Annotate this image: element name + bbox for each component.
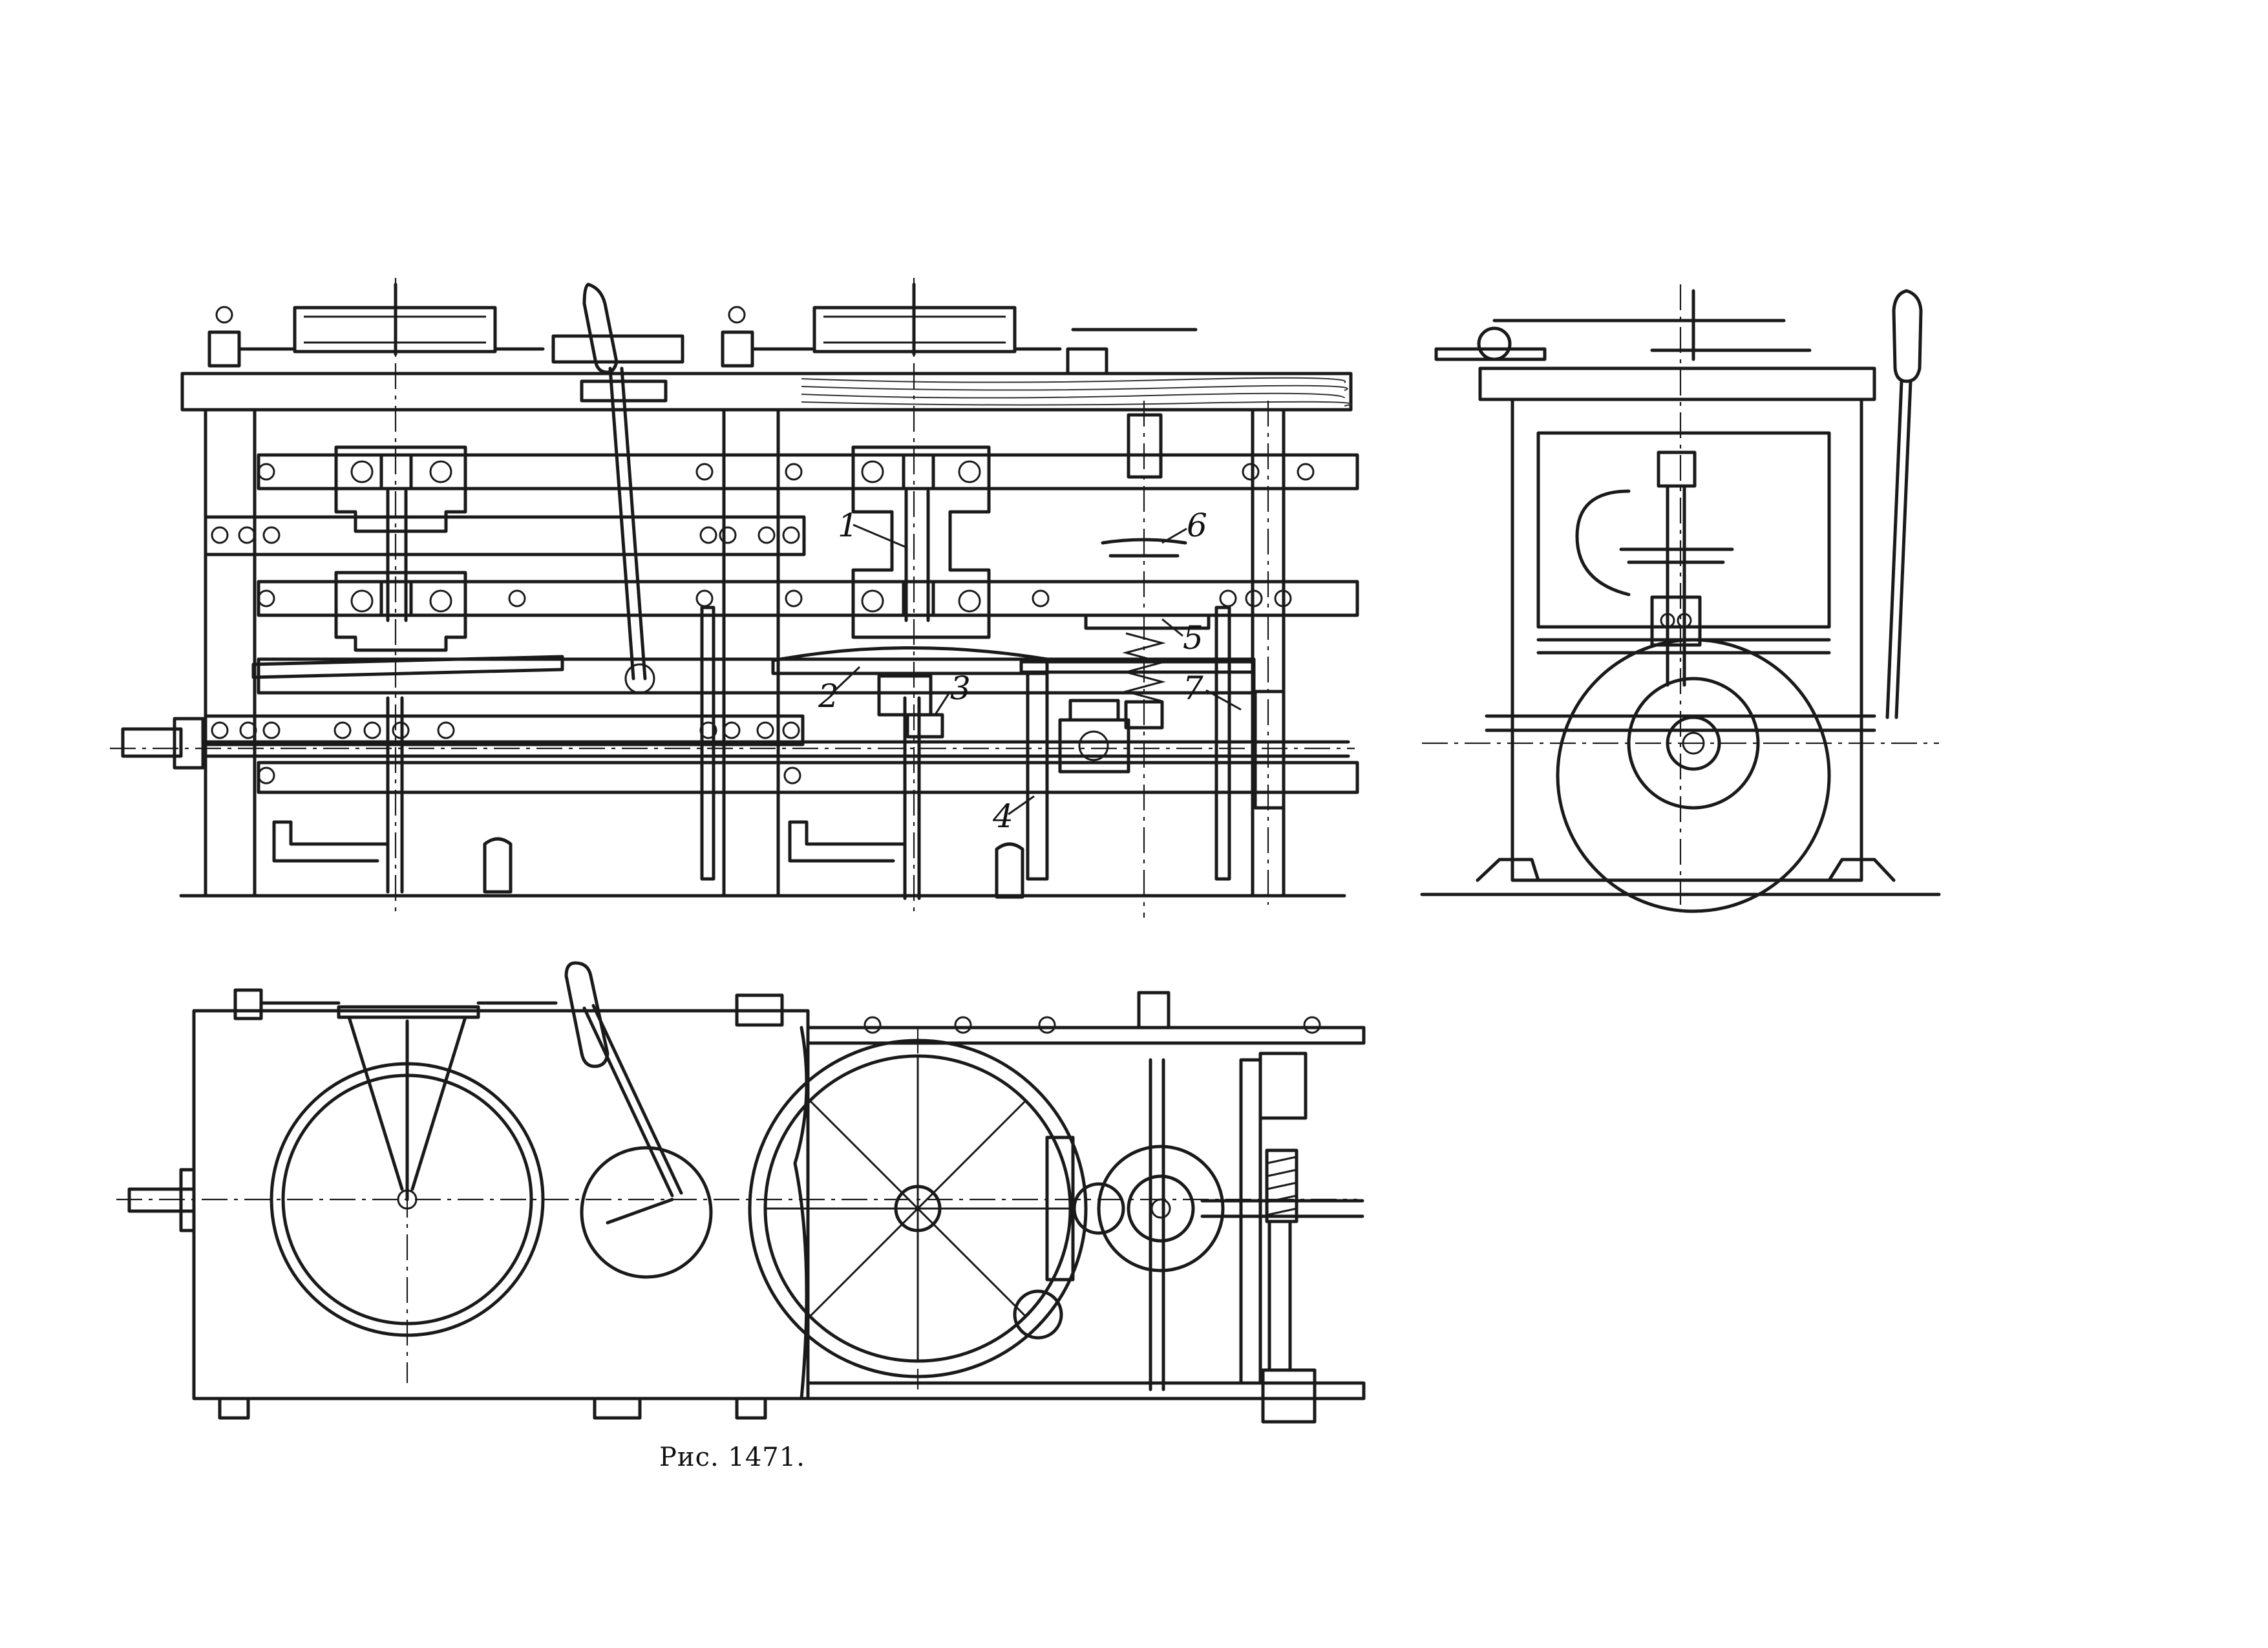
side-lever xyxy=(1885,289,1923,719)
leader-line-4 xyxy=(1008,795,1035,816)
side-large-wheel xyxy=(1556,638,1831,913)
center-lines-plan xyxy=(116,1021,1357,1389)
plan-right-rails xyxy=(806,1026,1366,1400)
part-label-7: 7 xyxy=(1183,670,1203,707)
gear-mount xyxy=(1058,699,1130,774)
plan-worm-gear xyxy=(1258,1051,1317,1424)
rail-bolts xyxy=(211,463,1315,785)
part-label-5: 5 xyxy=(1183,619,1203,657)
front-elevation-view xyxy=(110,278,1359,918)
side-frame xyxy=(1510,397,1863,882)
plan-pulley-group xyxy=(1013,1058,1262,1391)
operating-lever xyxy=(551,282,684,694)
main-shaft xyxy=(121,717,1350,770)
part-labels: 1 2 3 4 5 6 7 xyxy=(818,507,1242,835)
vertical-pulleys xyxy=(700,606,1286,881)
spindle-brackets xyxy=(334,445,991,652)
grinding-disks xyxy=(251,646,1256,739)
plan-feet xyxy=(218,991,1321,1420)
table-top xyxy=(180,372,1353,412)
spindles xyxy=(386,489,930,900)
floor-feet xyxy=(179,820,1346,899)
part-label-6: 6 xyxy=(1187,507,1207,544)
figure-caption: Рис. 1471. xyxy=(659,1442,805,1472)
plan-small-wheel xyxy=(564,961,713,1279)
wood-grain-section xyxy=(801,377,1351,407)
side-top-fixture xyxy=(1434,289,1812,361)
frame-legs xyxy=(204,408,1286,898)
leader-line-5 xyxy=(1161,618,1183,637)
part-label-2: 2 xyxy=(818,677,839,715)
leader-line-2 xyxy=(832,666,861,693)
part-label-3: 3 xyxy=(950,670,971,707)
center-lines-side xyxy=(1422,284,1939,905)
plan-view xyxy=(116,961,1366,1424)
leader-line-3 xyxy=(935,691,951,714)
side-elevation-view xyxy=(1420,284,1941,913)
side-table-top xyxy=(1478,366,1876,401)
plan-belt-wheel xyxy=(233,988,558,1337)
plan-left-table xyxy=(192,1009,810,1400)
leader-line-6 xyxy=(1161,527,1187,544)
side-spindle xyxy=(1575,450,1734,687)
leader-line-1 xyxy=(853,523,906,548)
leader-line-7 xyxy=(1205,689,1242,711)
center-lines-front xyxy=(110,278,1355,918)
part-label-4: 4 xyxy=(992,798,1013,835)
top-tool-holders xyxy=(207,282,1198,375)
